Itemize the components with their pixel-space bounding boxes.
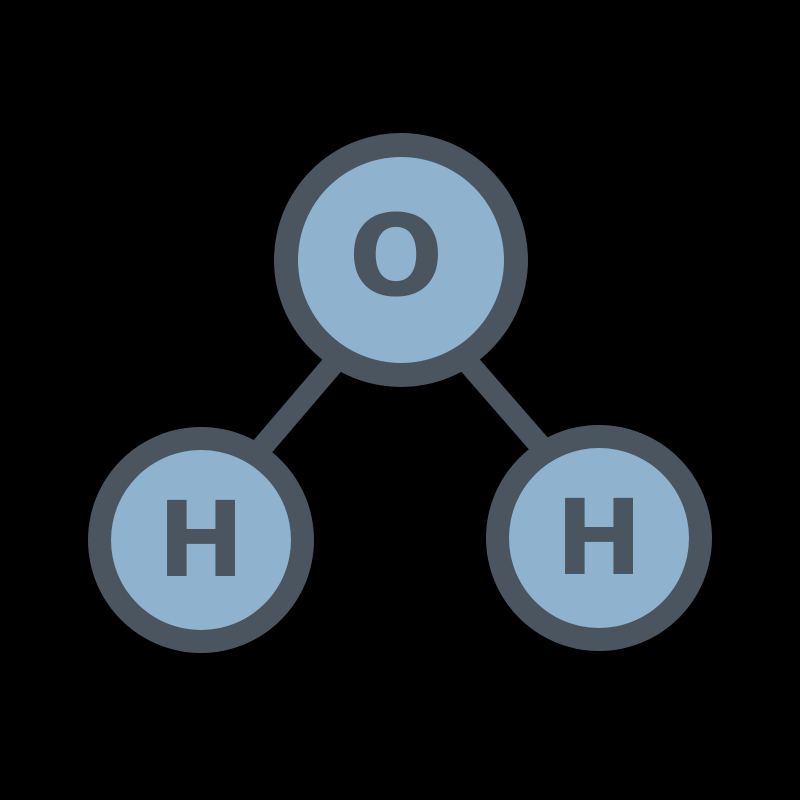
atom-hydrogen-right-label: H — [555, 477, 642, 599]
bond-oxygen-hydrogen-right — [446, 339, 555, 461]
atom-hydrogen-left-body — [111, 450, 291, 630]
atom-oxygen-label: O — [348, 192, 443, 322]
atom-hydrogen-right-body — [509, 448, 689, 628]
atom-hydrogen-left: H — [88, 427, 314, 653]
atom-hydrogen-left-label: H — [157, 479, 244, 601]
bond-oxygen-hydrogen-left — [247, 339, 356, 463]
atom-oxygen: O — [274, 133, 528, 387]
atom-hydrogen-right: H — [486, 425, 712, 651]
atom-oxygen-body — [298, 157, 504, 363]
